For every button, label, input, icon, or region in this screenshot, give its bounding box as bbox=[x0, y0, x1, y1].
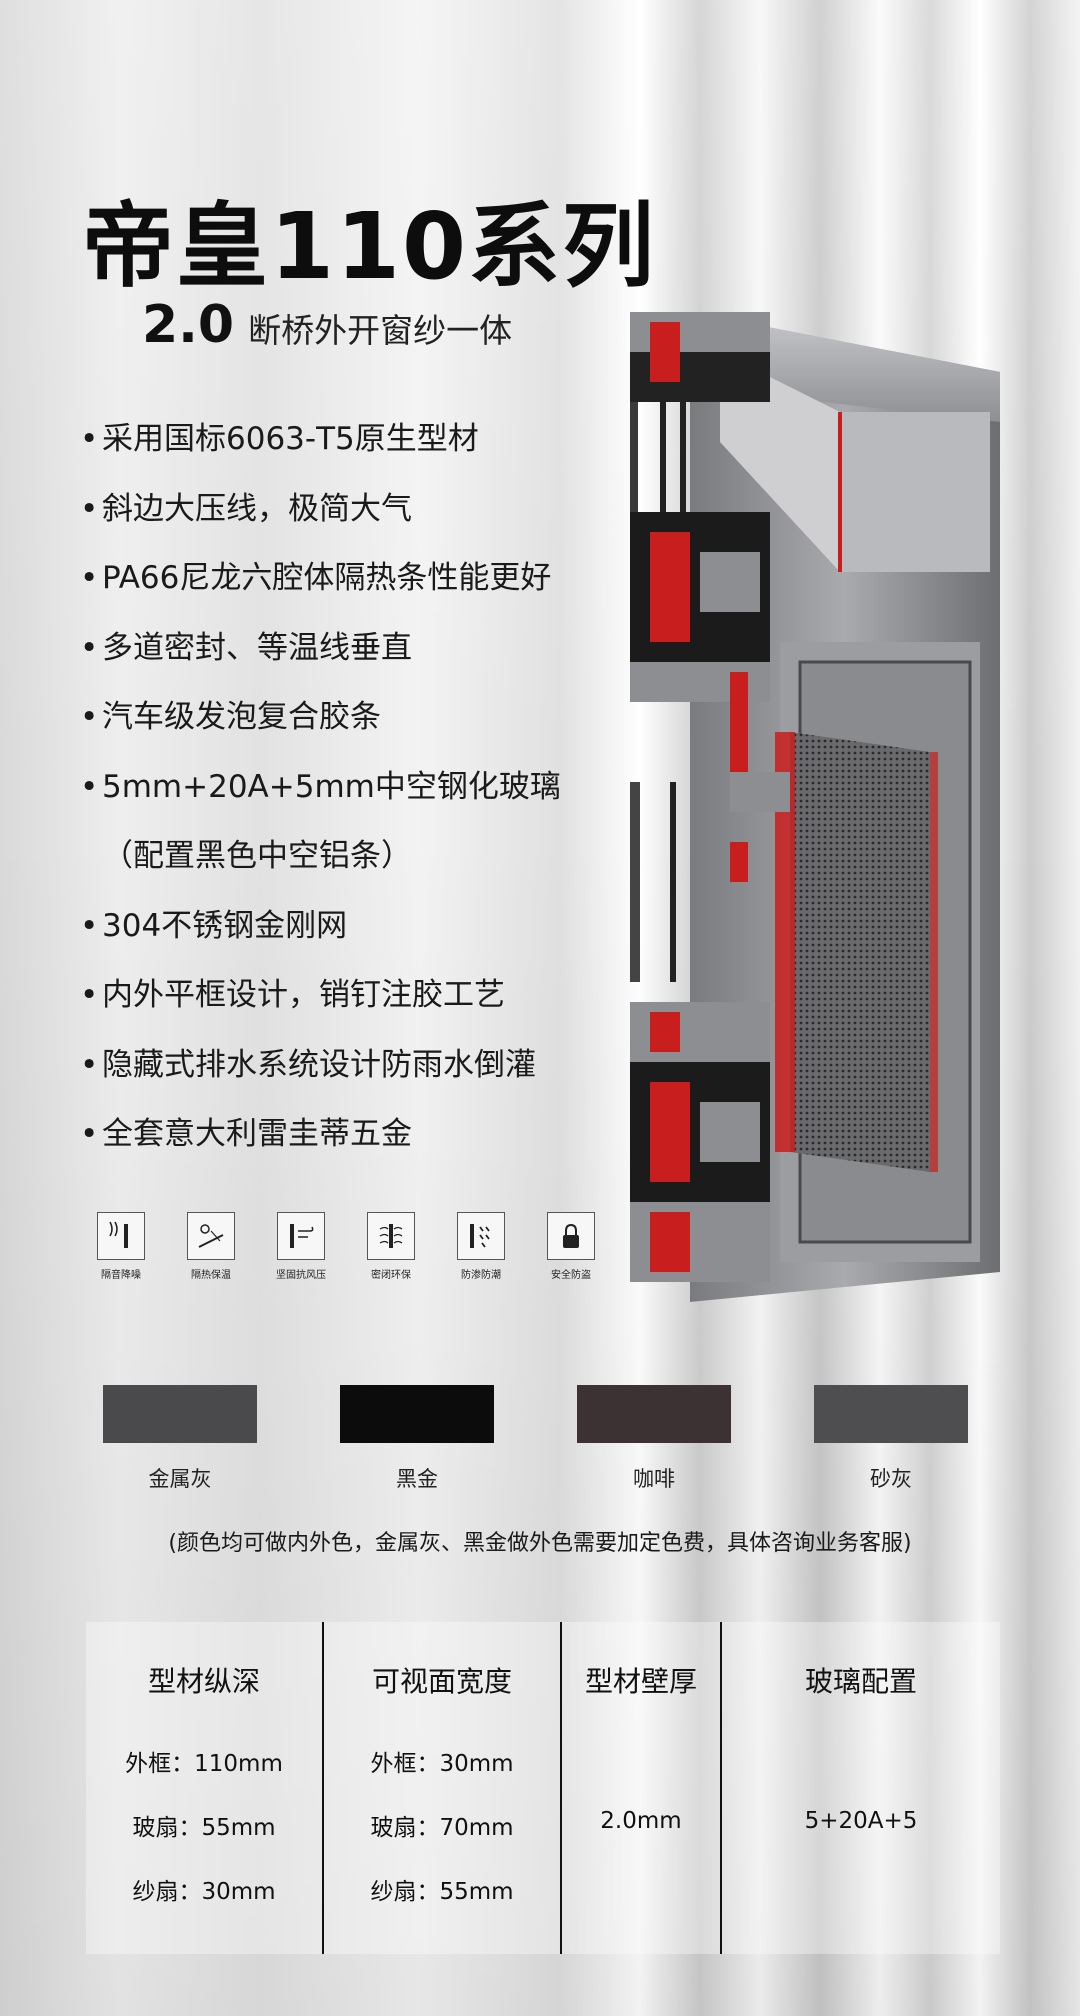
spec-cell: 外框：110mm bbox=[125, 1751, 283, 1777]
spec-column: 型材纵深 外框：110mm 玻扇：55mm 纱扇：30mm bbox=[86, 1622, 322, 1954]
color-swatch bbox=[814, 1385, 968, 1443]
wind-icon bbox=[277, 1212, 325, 1260]
icon-item: 坚固抗风压 bbox=[256, 1212, 346, 1281]
icon-item: 隔热保温 bbox=[166, 1212, 256, 1281]
icon-item: 防渗防潮 bbox=[436, 1212, 526, 1281]
feature-item-note: （配置黑色中空铝条） bbox=[102, 838, 412, 874]
spec-cell: 5+20A+5 bbox=[804, 1808, 918, 1834]
spec-header: 可视面宽度 bbox=[371, 1665, 512, 1698]
feature-icons: 隔音降噪 隔热保温 坚固抗风压 密闭环保 防渗防潮 安全防盗 bbox=[76, 1212, 616, 1281]
feature-item: •多道密封、等温线垂直 bbox=[80, 629, 412, 666]
spec-divider bbox=[560, 1622, 562, 1954]
spec-header: 型材壁厚 bbox=[584, 1665, 697, 1698]
spec-cell: 外框：30mm bbox=[370, 1751, 514, 1777]
color-note: (颜色均可做内外色，金属灰、黑金做外色需要加定色费，具体咨询业务客服) bbox=[168, 1531, 912, 1556]
window-section-illustration bbox=[630, 312, 1000, 1302]
feature-item: •隐藏式排水系统设计防雨水倒灌 bbox=[80, 1046, 536, 1083]
feature-item: •内外平框设计，销钉注胶工艺 bbox=[80, 977, 505, 1013]
lock-icon bbox=[547, 1212, 595, 1260]
spec-cell: 纱扇：30mm bbox=[132, 1879, 276, 1905]
spec-cell: 玻扇：70mm bbox=[370, 1815, 514, 1841]
icon-item: 隔音降噪 bbox=[76, 1212, 166, 1281]
feature-item: •斜边大压线，极简大气 bbox=[80, 490, 412, 527]
seal-icon bbox=[367, 1212, 415, 1260]
insulation-icon bbox=[187, 1212, 235, 1260]
spec-divider bbox=[720, 1622, 722, 1954]
spec-cell: 纱扇：55mm bbox=[370, 1879, 514, 1905]
spec-column: 型材壁厚 2.0mm bbox=[562, 1622, 720, 1954]
sound-icon bbox=[97, 1212, 145, 1260]
spec-header: 玻璃配置 bbox=[804, 1665, 917, 1698]
page-title: 帝皇110系列 bbox=[82, 193, 657, 300]
icon-item: 安全防盗 bbox=[526, 1212, 616, 1281]
spec-column: 可视面宽度 外框：30mm 玻扇：70mm 纱扇：55mm bbox=[324, 1622, 560, 1954]
feature-item: •5mm+20A+5mm中空钢化玻璃 bbox=[80, 768, 561, 805]
spec-cell: 玻扇：55mm bbox=[132, 1815, 276, 1841]
color-label: 砂灰 bbox=[870, 1467, 912, 1491]
feature-list: •采用国标6063-T5原生型材 •斜边大压线，极简大气 •PA66尼龙六腔体隔… bbox=[80, 412, 561, 1177]
color-swatch bbox=[340, 1385, 494, 1443]
color-label: 咖啡 bbox=[633, 1467, 675, 1491]
rain-icon bbox=[457, 1212, 505, 1260]
spec-divider bbox=[322, 1622, 324, 1954]
icon-item: 密闭环保 bbox=[346, 1212, 436, 1281]
feature-item: •采用国标6063-T5原生型材 bbox=[80, 421, 479, 457]
subtitle: 2.0 断桥外开窗纱一体 bbox=[142, 295, 512, 355]
color-label: 金属灰 bbox=[148, 1467, 212, 1491]
feature-item: •304不锈钢金刚网 bbox=[80, 907, 348, 944]
feature-item: •汽车级发泡复合胶条 bbox=[80, 699, 381, 735]
spec-column: 玻璃配置 5+20A+5 bbox=[722, 1622, 1000, 1954]
color-swatch bbox=[103, 1385, 257, 1443]
subtitle-version: 2.0 bbox=[142, 295, 235, 355]
color-swatch bbox=[577, 1385, 731, 1443]
spec-cell: 2.0mm bbox=[600, 1808, 682, 1834]
spec-table: 型材纵深 外框：110mm 玻扇：55mm 纱扇：30mm 可视面宽度 外框：3… bbox=[86, 1622, 1000, 1954]
feature-item: •PA66尼龙六腔体隔热条性能更好 bbox=[80, 560, 552, 596]
subtitle-text: 断桥外开窗纱一体 bbox=[248, 311, 513, 350]
spec-header: 型材纵深 bbox=[147, 1665, 260, 1698]
feature-item: •全套意大利雷圭蒂五金 bbox=[80, 1116, 412, 1152]
color-label: 黑金 bbox=[396, 1467, 438, 1491]
